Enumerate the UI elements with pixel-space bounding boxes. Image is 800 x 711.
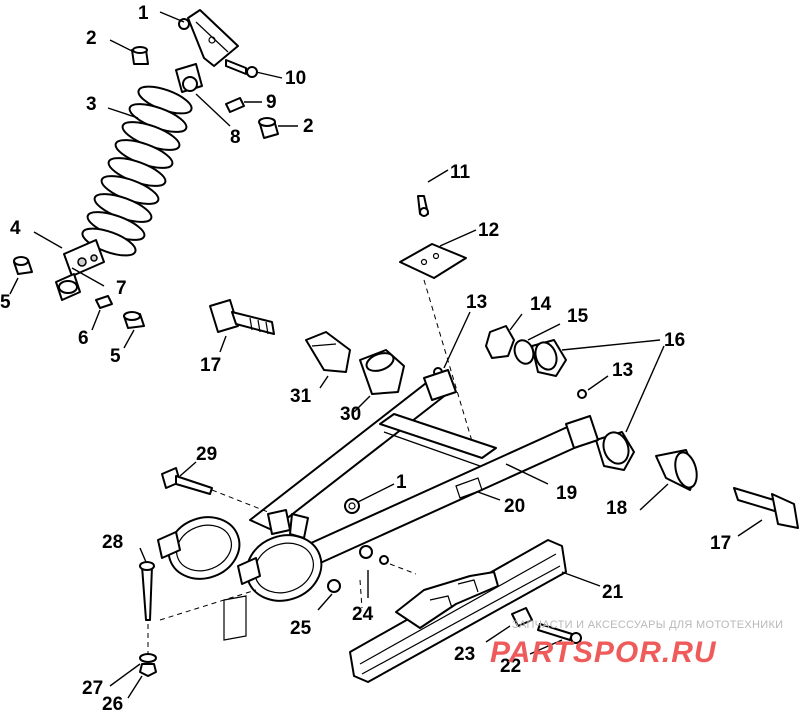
callout-24: 24 xyxy=(352,604,374,625)
shock-absorber-group xyxy=(13,9,279,329)
watermark-logo: PARTSPOR.RU xyxy=(490,636,717,669)
callout-13-left: 13 xyxy=(466,292,487,313)
callout-9: 9 xyxy=(266,92,277,113)
nut-26 xyxy=(139,663,157,677)
watermark: ЗАПЧАСТИ И АКСЕССУАРЫ ДЛЯ МОТОТЕХНИКИ PA… xyxy=(490,619,783,669)
bolt-29 xyxy=(161,467,269,513)
washer-24 xyxy=(359,545,373,559)
callout-13-right: 13 xyxy=(612,360,633,381)
callout-19: 19 xyxy=(556,483,577,504)
sleeve-31 xyxy=(305,331,351,373)
callout-11: 11 xyxy=(450,162,471,183)
slide-rail-group xyxy=(327,539,582,683)
callout-21: 21 xyxy=(602,582,624,603)
callout-26: 26 xyxy=(102,694,123,711)
callout-8: 8 xyxy=(230,127,241,148)
callout-29: 29 xyxy=(196,444,217,465)
slide-rail-bracket xyxy=(395,571,499,629)
nut-14 xyxy=(485,325,515,359)
callout-17-left: 17 xyxy=(200,355,221,376)
callout-2-left: 2 xyxy=(86,28,97,49)
bolt-22 xyxy=(537,623,573,641)
callout-4: 4 xyxy=(10,218,21,239)
callout-6: 6 xyxy=(78,328,89,349)
callout-16: 16 xyxy=(664,330,685,351)
bolt-10 xyxy=(225,59,247,75)
nut-25 xyxy=(327,579,341,593)
pin-6 xyxy=(95,295,113,309)
callout-23: 23 xyxy=(454,644,475,665)
bracket-plate-12 xyxy=(399,243,467,279)
bolt-28 xyxy=(141,565,153,621)
shock-spring xyxy=(81,85,193,257)
leader-lines xyxy=(9,11,763,699)
callout-1-lower: 1 xyxy=(396,472,407,493)
pivot-tube-right xyxy=(565,415,599,449)
washer-27 xyxy=(139,653,157,663)
callout-22: 22 xyxy=(500,656,521,677)
bracket-group xyxy=(399,195,475,449)
callout-14: 14 xyxy=(530,294,552,315)
swing-arm-frame xyxy=(157,369,599,602)
bolt-28-group xyxy=(139,561,257,677)
callout-7: 7 xyxy=(116,278,127,299)
callout-5-right: 5 xyxy=(110,346,121,367)
callout-31: 31 xyxy=(290,386,312,407)
callout-25: 25 xyxy=(290,618,312,639)
pivot-hardware-group xyxy=(209,299,799,529)
watermark-tagline: ЗАПЧАСТИ И АКСЕССУАРЫ ДЛЯ МОТОТЕХНИКИ xyxy=(512,619,783,631)
callout-12: 12 xyxy=(478,220,499,241)
pivot-bolt-17-right xyxy=(733,487,779,513)
callout-18: 18 xyxy=(606,498,627,519)
slide-rail-21 xyxy=(349,539,567,683)
callout-20: 20 xyxy=(504,496,525,517)
pivot-tube-left xyxy=(423,369,457,401)
nut-1-lower xyxy=(344,498,360,514)
decal-20 xyxy=(455,477,483,499)
grease-fitting-13-right xyxy=(577,389,587,399)
callout-labels: 1 2 10 3 9 2 8 11 4 12 7 5 6 5 17 13 14 … xyxy=(0,3,731,711)
pivot-bolt-17-left xyxy=(209,299,239,333)
callout-2-right: 2 xyxy=(303,116,314,137)
callout-30: 30 xyxy=(340,404,361,425)
callout-1-top: 1 xyxy=(138,3,149,24)
callout-27: 27 xyxy=(82,678,103,699)
callout-10: 10 xyxy=(285,68,306,89)
callout-17-right: 17 xyxy=(710,533,731,554)
swing-arm-crossmember xyxy=(379,413,497,459)
spacer-23 xyxy=(511,607,533,627)
callout-28: 28 xyxy=(102,532,123,553)
callout-5-left: 5 xyxy=(0,292,11,313)
callout-15: 15 xyxy=(567,306,589,327)
pin-9 xyxy=(225,97,245,113)
callout-3: 3 xyxy=(86,94,97,115)
